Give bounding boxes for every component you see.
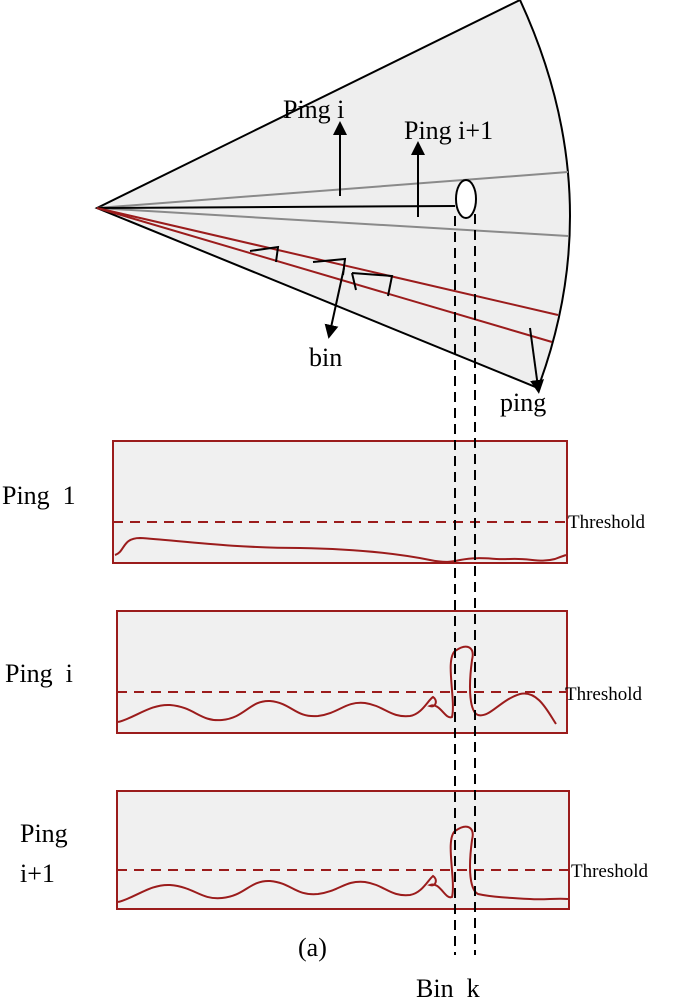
panel-label-line-1: Ping	[20, 819, 68, 848]
panel-ping-i: Ping i Threshold	[5, 610, 643, 734]
figure-caption: (a)	[298, 933, 327, 962]
echo-signal	[117, 825, 569, 903]
ping-arrow	[529, 327, 544, 394]
beam-ray-lower	[96, 207, 569, 237]
beam-center-line	[96, 205, 456, 209]
bin-k-guides	[454, 214, 476, 955]
threshold-label: Threshold	[568, 512, 646, 533]
sector-fan	[94, 0, 571, 390]
ping-beam-line-lower	[96, 207, 553, 343]
bin-cell-1	[249, 245, 280, 263]
bin-arrow	[324, 267, 345, 339]
panel-label: Ping 1	[2, 481, 76, 510]
echo-signal	[117, 645, 557, 725]
bin-cell-3	[351, 272, 394, 297]
panel-box	[116, 610, 568, 734]
panel-box	[112, 440, 568, 564]
target-object	[455, 179, 477, 219]
ping-label: ping	[500, 388, 546, 417]
threshold-label: Threshold	[571, 861, 649, 882]
ping-i1-label: Ping i+1	[404, 116, 493, 145]
echo-signal	[114, 536, 567, 563]
panel-label-line-2: i+1	[20, 859, 55, 888]
ping-i-label: Ping i	[283, 95, 344, 124]
panel-ping-i1: Ping i+1 Threshold	[20, 790, 649, 910]
sonar-sector: Ping i Ping i+1 bin ping	[94, 0, 571, 417]
bin-label: bin	[309, 343, 342, 372]
bin-k-label: Bin k	[416, 974, 480, 1000]
panel-label: Ping i	[5, 659, 73, 688]
panel-ping-1: Ping 1 Threshold	[2, 440, 646, 564]
threshold-label: Threshold	[565, 684, 643, 705]
beam-ray-upper	[96, 171, 569, 209]
panel-box	[116, 790, 570, 910]
